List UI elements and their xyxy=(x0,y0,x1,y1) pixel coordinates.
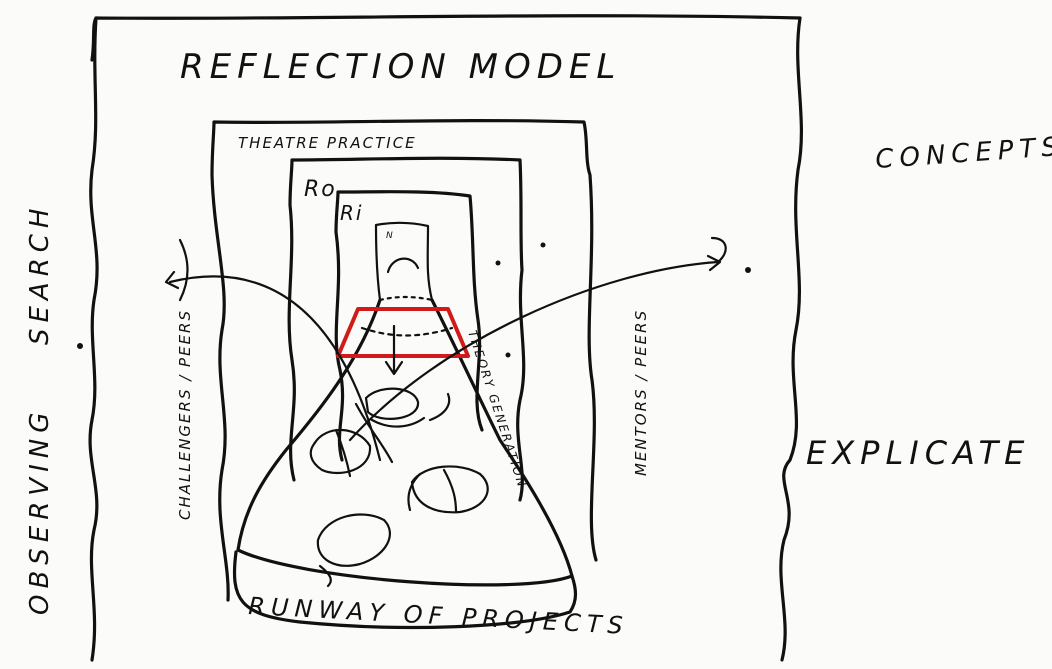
theatre-practice-label: THEATRE PRACTICE xyxy=(238,134,417,152)
ri-label: Ri xyxy=(340,201,363,225)
search-label: SEARCH xyxy=(25,203,55,346)
outer-frame-left-wall xyxy=(88,16,99,662)
ro-frame xyxy=(287,156,526,502)
n-column xyxy=(374,221,434,302)
inner-arrows xyxy=(354,392,451,512)
cone-outline xyxy=(236,298,574,587)
explicate-label: EXPLICATE xyxy=(806,434,1030,472)
runway-label: RUNWAY OF PROJECTS xyxy=(248,592,630,640)
concepts-label: CONCEPTS xyxy=(874,132,1052,175)
mentors-label: MENTORS / PEERS xyxy=(632,309,650,476)
arrow-to-challengers xyxy=(164,270,382,462)
ri-frame xyxy=(334,190,484,462)
mark-dot-1 xyxy=(77,343,83,349)
project-loop-3 xyxy=(410,465,489,514)
mark-dot-5 xyxy=(505,352,511,358)
arrow-to-concepts xyxy=(348,236,727,442)
n-column-arch xyxy=(386,257,420,274)
down-arrow xyxy=(384,324,404,376)
project-loop-1 xyxy=(364,387,426,428)
arrow-left-tick xyxy=(178,238,189,302)
cone-dashed-top xyxy=(378,295,434,302)
red-reflection-band xyxy=(336,307,470,358)
project-loop-2 xyxy=(309,428,372,478)
mark-dot-3 xyxy=(540,242,546,248)
mark-dot-4 xyxy=(745,267,751,273)
mark-dot-2 xyxy=(495,260,501,266)
cone-base-rim xyxy=(232,550,578,630)
outer-frame-right-wall xyxy=(779,16,803,662)
observing-label: OBSERVING xyxy=(25,407,55,615)
band-inner-dashes xyxy=(360,326,454,337)
n-label: N xyxy=(386,231,395,241)
ro-label: Ro xyxy=(304,177,337,202)
project-loop-4 xyxy=(316,513,391,588)
title-label: REFLECTION MODEL xyxy=(180,47,621,87)
theatre-practice-frame xyxy=(210,118,598,602)
challengers-label: CHALLENGERS / PEERS xyxy=(176,309,194,520)
